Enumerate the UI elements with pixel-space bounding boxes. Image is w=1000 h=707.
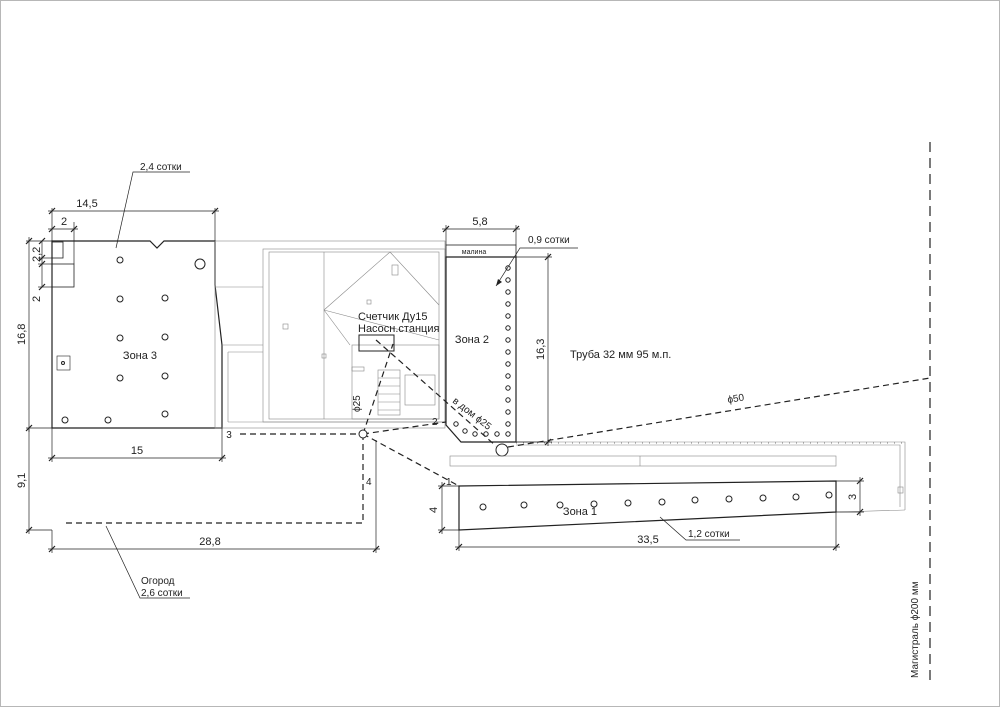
raspberry-label: малина bbox=[462, 249, 487, 256]
pipe-label: Труба 32 мм 95 м.п. bbox=[570, 349, 671, 361]
dim-3: 3 bbox=[847, 494, 859, 500]
dimension-lines bbox=[26, 208, 864, 553]
garden-label-1: Огород bbox=[141, 576, 175, 587]
dim-16-8: 16,8 bbox=[16, 324, 28, 345]
zone3-small-box bbox=[51, 241, 64, 259]
zone3-sprinklers bbox=[61, 256, 206, 424]
zone2-area-label: 0,9 сотки bbox=[528, 235, 570, 246]
zone3-outline bbox=[51, 240, 223, 429]
main-pipe-label: Магистраль ϕ200 мм bbox=[910, 581, 921, 678]
dim-16-3: 16,3 bbox=[535, 339, 547, 360]
phi50-label: ϕ50 bbox=[727, 392, 746, 406]
zone3-area-label: 2,4 сотки bbox=[140, 162, 182, 173]
dim-2-top: 2 bbox=[61, 216, 67, 228]
pipe-branch-2 bbox=[362, 421, 447, 435]
sprinkler bbox=[116, 295, 124, 303]
pipe-house-inlet bbox=[375, 339, 497, 447]
dim-33-5: 33,5 bbox=[637, 534, 658, 546]
branch-3-label: 3 bbox=[226, 430, 232, 441]
garden-leader bbox=[105, 525, 190, 599]
zone3-box bbox=[51, 263, 75, 288]
zone3-label: Зона 3 bbox=[123, 350, 157, 362]
raspberry-strip bbox=[445, 244, 517, 258]
meter-label-2: Насосн.станция bbox=[358, 323, 439, 335]
sprinkler bbox=[116, 334, 124, 342]
dimension-ticks bbox=[25, 207, 864, 553]
dim-28-8: 28,8 bbox=[199, 536, 220, 548]
sprinkler-large bbox=[194, 258, 206, 270]
pipe-phi50 bbox=[507, 377, 931, 448]
dim-9-1: 9,1 bbox=[16, 473, 28, 488]
path-strip bbox=[449, 441, 906, 513]
pipe-junction bbox=[358, 429, 368, 439]
zone3-area-leader bbox=[115, 171, 190, 249]
dim-2-2: 2,2 bbox=[31, 247, 43, 262]
zone2-area-leader bbox=[495, 247, 578, 287]
zone3-marker-dot bbox=[61, 361, 65, 365]
dim-14-5: 14,5 bbox=[76, 198, 97, 210]
sprinkler bbox=[104, 416, 112, 424]
dim-5-8: 5,8 bbox=[472, 216, 487, 228]
dim-15: 15 bbox=[131, 445, 143, 457]
meter-label-1: Счетчик Ду15 bbox=[358, 311, 428, 323]
zone2-leader-arrow bbox=[496, 279, 502, 286]
pipe-from-meter bbox=[362, 343, 394, 435]
zone2-sprinklers bbox=[453, 265, 511, 437]
house-outline bbox=[214, 240, 446, 429]
phi25-label: ϕ25 bbox=[352, 395, 363, 412]
zone1-outline bbox=[458, 480, 837, 531]
sprinkler bbox=[61, 416, 69, 424]
dim-4: 4 bbox=[428, 507, 440, 513]
zone1-label: Зона 1 bbox=[563, 506, 597, 518]
garden-label-2: 2,6 сотки bbox=[141, 588, 183, 599]
to-house-label: в дом ϕ25 bbox=[450, 396, 493, 433]
pipe-branch-4 bbox=[64, 434, 364, 524]
sprinkler bbox=[116, 256, 124, 264]
sprinkler bbox=[161, 294, 169, 302]
sprinkler bbox=[161, 372, 169, 380]
zone1-sprinklers bbox=[479, 491, 833, 511]
meter-box bbox=[358, 334, 395, 352]
zone1-area-leader bbox=[659, 516, 740, 541]
pipe-lines bbox=[64, 339, 931, 524]
branch-4-label: 4 bbox=[366, 477, 372, 488]
zone1-area-label: 1,2 сотки bbox=[688, 529, 730, 540]
sprinkler bbox=[161, 410, 169, 418]
pipe-branch-1 bbox=[362, 433, 460, 487]
sprinkler bbox=[116, 374, 124, 382]
zone2-label: Зона 2 bbox=[455, 334, 489, 346]
dim-2-side: 2 bbox=[31, 296, 43, 302]
branch-1-label: 1 bbox=[446, 477, 452, 488]
zone3-marker bbox=[56, 355, 71, 371]
branch-2-label: 2 bbox=[432, 417, 438, 428]
pipe-hub bbox=[495, 443, 509, 457]
sprinkler bbox=[161, 333, 169, 341]
